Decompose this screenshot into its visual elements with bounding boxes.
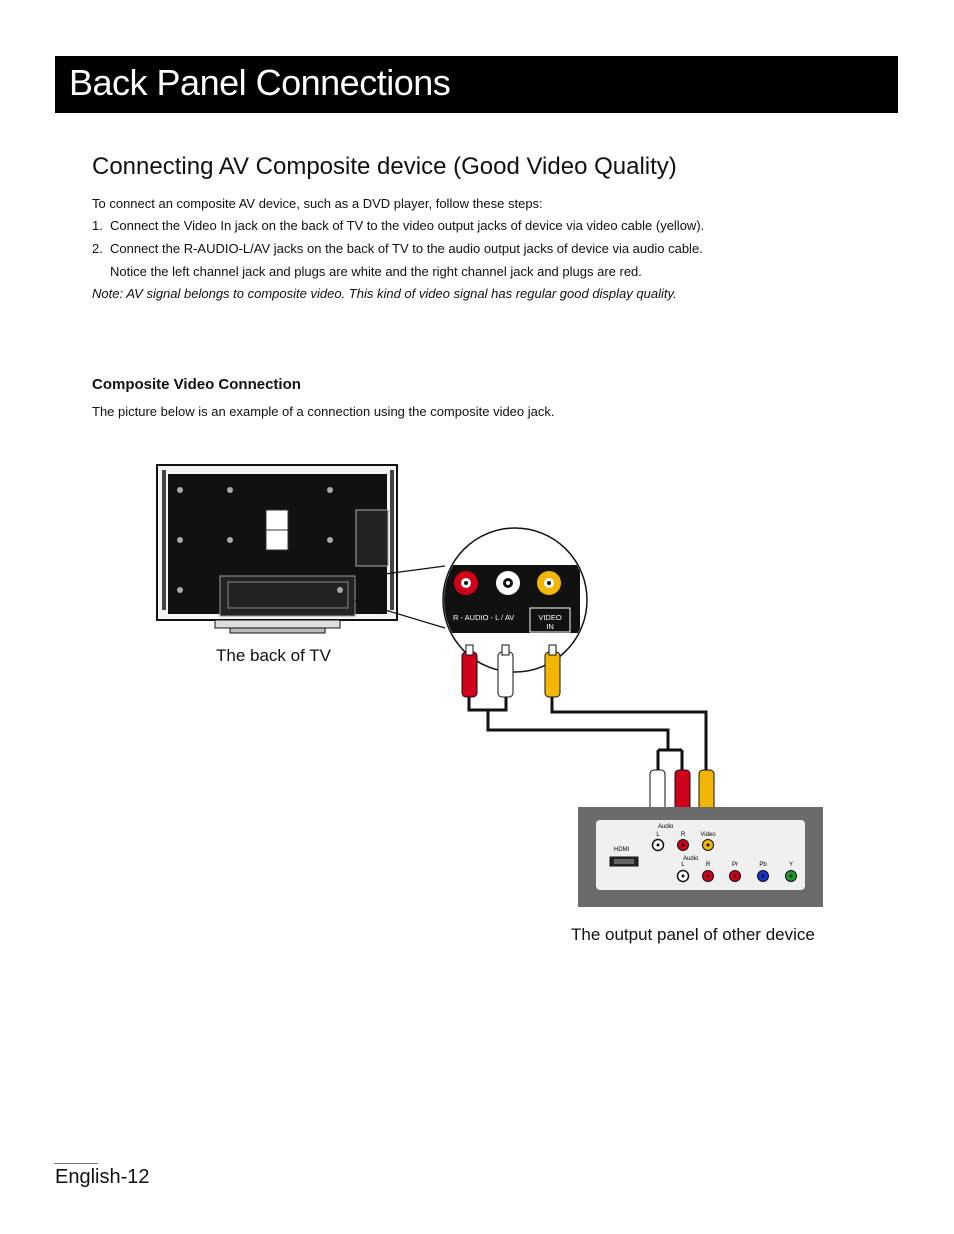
device-l2-label: L	[681, 862, 685, 868]
cables	[467, 697, 708, 770]
jack-zoom-panel: R - AUDIO - L / AV VIDEO IN	[442, 527, 588, 673]
step-2-number: 2.	[92, 241, 103, 256]
video-in-label-2: IN	[546, 622, 554, 631]
intro-text: To connect an composite AV device, such …	[92, 196, 543, 211]
device-output-panel: Audio L R Video HDMI Audio L R Pr Pb Y	[578, 807, 823, 907]
note-text: Note: AV signal belongs to composite vid…	[92, 286, 677, 301]
section-title: Connecting AV Composite device (Good Vid…	[92, 153, 677, 180]
header-bar: Back Panel Connections	[55, 56, 898, 113]
tv-caption: The back of TV	[216, 646, 331, 665]
video-in-label-1: VIDEO	[538, 613, 562, 622]
subsection-description: The picture below is an example of a con…	[92, 404, 555, 419]
device-l-label: L	[656, 832, 660, 838]
device-hdmi-label: HDMI	[614, 847, 630, 853]
tv-side-plugs	[461, 644, 561, 698]
device-caption: The output panel of other device	[571, 925, 815, 944]
device-r2-label: R	[706, 862, 711, 868]
audio-jack-label: R - AUDIO - L / AV	[453, 613, 514, 622]
step-1-text: Connect the Video In jack on the back of…	[110, 218, 705, 233]
subsection-title: Composite Video Connection	[92, 376, 301, 393]
device-video-label: Video	[700, 832, 716, 838]
page-title: Back Panel Connections	[69, 62, 451, 103]
device-pb-label: Pb	[759, 862, 767, 868]
tv-back-illustration	[156, 464, 398, 634]
device-r-label: R	[681, 832, 686, 838]
device-audio-bottom-label: Audio	[683, 856, 699, 862]
step-2-continuation: Notice the left channel jack and plugs a…	[110, 264, 642, 279]
footer-divider	[54, 1163, 98, 1164]
page-number: English-12	[55, 1166, 150, 1188]
step-1-number: 1.	[92, 218, 103, 233]
step-2-text: Connect the R-AUDIO-L/AV jacks on the ba…	[110, 241, 703, 256]
device-y-label: Y	[789, 862, 793, 868]
device-audio-top-label: Audio	[658, 824, 674, 830]
device-pr-label: Pr	[732, 862, 738, 868]
